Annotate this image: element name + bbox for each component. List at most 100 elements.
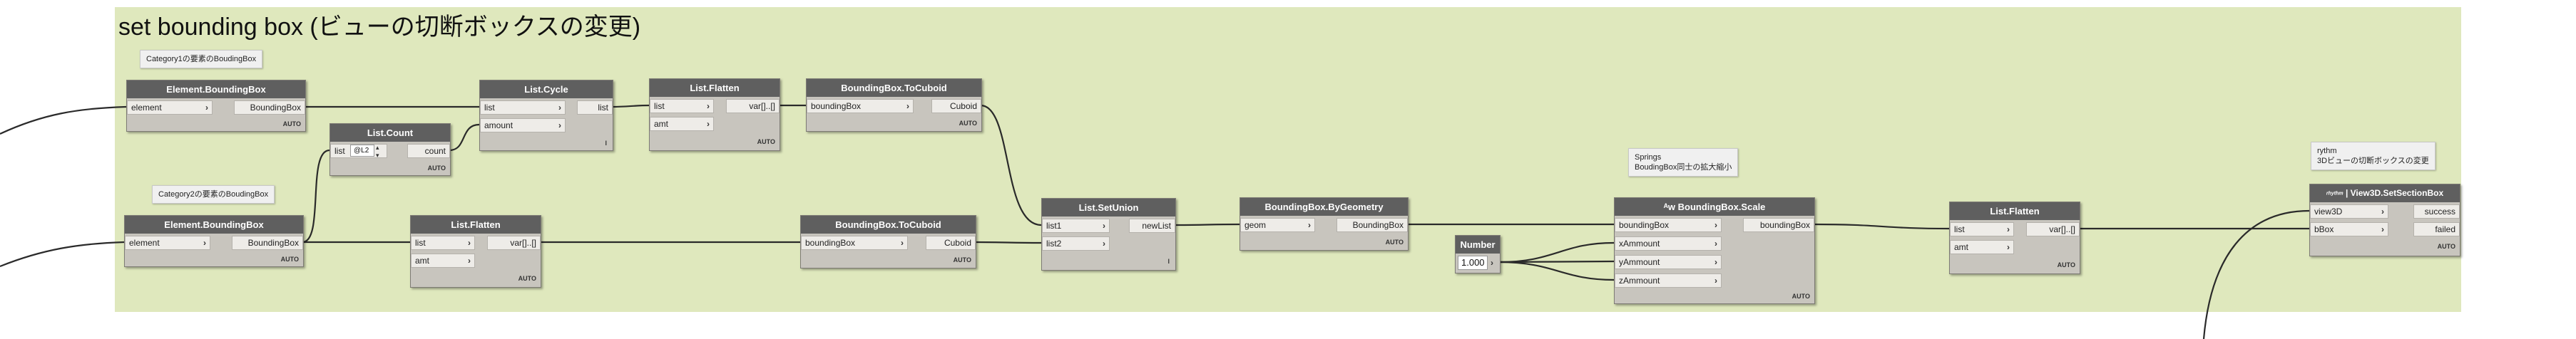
chevron-right-icon: › — [2007, 242, 2010, 252]
input-port-yammount[interactable]: yAmmount › — [1615, 255, 1722, 269]
wire-incoming-1[interactable] — [0, 105, 127, 135]
chevron-right-icon: › — [558, 120, 561, 130]
output-port-boundingbox[interactable]: BoundingBox — [1336, 218, 1408, 232]
input-port-geom[interactable]: geom› — [1240, 218, 1315, 232]
chevron-right-icon: › — [558, 103, 561, 113]
node-boundingbox-tocuboid-1[interactable]: BoundingBox.ToCuboid boundingBox › Cuboid… — [806, 78, 982, 132]
node-title: List.Flatten — [411, 216, 541, 234]
chevron-right-icon: › — [906, 101, 909, 111]
node-list-flatten-3[interactable]: List.Flatten list› amt› var[]..[] AUTO — [1949, 202, 2080, 274]
output-port-newlist[interactable]: newList — [1129, 219, 1175, 233]
input-port-list[interactable]: list› — [411, 236, 475, 250]
note-springs[interactable]: Springs BoudingBox同士の拡大縮小 — [1628, 148, 1739, 177]
chevron-right-icon: › — [1308, 220, 1311, 230]
input-port-boundingbox[interactable]: boundingBox› — [801, 236, 908, 250]
port-label: list1 — [1046, 221, 1062, 231]
node-element-boundingbox-1[interactable]: Element.BoundingBox element› BoundingBox… — [126, 80, 306, 132]
input-port-list[interactable]: list› — [1950, 222, 2014, 236]
lacing-label[interactable]: AUTO — [282, 120, 301, 127]
node-boundingbox-bygeometry[interactable]: BoundingBox.ByGeometry geom› BoundingBox… — [1240, 197, 1409, 251]
input-port-bbox[interactable]: bBox› — [2310, 222, 2388, 236]
node-list-flatten-1[interactable]: List.Flatten list› amt› var[]..[] AUTO — [649, 78, 780, 151]
port-label: list — [334, 146, 345, 156]
input-port-element[interactable]: element› — [127, 100, 213, 115]
input-port-amt[interactable]: amt› — [650, 117, 714, 131]
node-element-boundingbox-2[interactable]: Element.BoundingBox element› BoundingBox… — [124, 215, 304, 267]
output-port-count[interactable]: count — [407, 144, 450, 158]
input-port-amount[interactable]: amount› — [480, 118, 566, 132]
chevron-right-icon: › — [1103, 221, 1105, 231]
port-label: amt — [415, 256, 430, 266]
chevron-right-icon: › — [468, 238, 471, 248]
output-port-var[interactable]: var[]..[] — [487, 236, 541, 250]
output-port-boundingbox[interactable]: boundingBox — [1743, 218, 1814, 232]
note-rhythm[interactable]: rythm 3Dビューの切断ボックスの変更 — [2311, 142, 2436, 170]
port-label: element — [129, 238, 160, 248]
chevron-right-icon: › — [2381, 207, 2384, 217]
port-label: yAmmount — [1619, 257, 1660, 267]
lacing-level-field[interactable]: @L2 — [350, 145, 374, 157]
input-port-list[interactable]: list› — [650, 99, 714, 113]
node-list-count[interactable]: List.Count list @L2 ▴▾ count AUTO — [329, 123, 451, 176]
group-title[interactable]: set bounding box (ビューの切断ボックスの変更) — [118, 14, 641, 41]
package-badge: rhythm — [2326, 191, 2344, 197]
spinner-icon[interactable]: ▴▾ — [376, 144, 379, 159]
input-port-boundingbox[interactable]: boundingBox › — [807, 99, 914, 113]
lacing-label[interactable]: AUTO — [427, 165, 446, 172]
chevron-right-icon: › — [1714, 257, 1717, 267]
output-port-var[interactable]: var[]..[] — [726, 99, 780, 113]
lacing-label[interactable]: AUTO — [280, 256, 299, 263]
node-boundingbox-scale[interactable]: ᴬᴡ BoundingBox.Scale boundingBox› xAmmou… — [1614, 197, 1815, 304]
port-label: amt — [654, 119, 669, 129]
output-port-var[interactable]: var[]..[] — [2026, 222, 2080, 236]
port-label: list — [654, 101, 665, 111]
node-list-flatten-2[interactable]: List.Flatten list› amt › var[]..[] AUTO — [410, 215, 541, 288]
output-port-success[interactable]: success — [2413, 204, 2460, 219]
chevron-right-icon: › — [901, 238, 904, 248]
input-port-element[interactable]: element› — [125, 236, 210, 250]
input-port-boundingbox[interactable]: boundingBox› — [1615, 218, 1722, 232]
node-list-cycle[interactable]: List.Cycle list› amount› list l — [479, 80, 613, 151]
lacing-label[interactable]: AUTO — [959, 120, 977, 127]
port-label: bBox — [2314, 224, 2334, 234]
output-port-boundingbox[interactable]: BoundingBox — [234, 100, 305, 115]
wire-incoming-2[interactable] — [0, 241, 125, 268]
input-port-amt[interactable]: amt› — [1950, 240, 2014, 254]
node-view3d-setsectionbox[interactable]: rhythm | View3D.SetSectionBox view3D› bB… — [2309, 184, 2460, 256]
lacing-label[interactable]: l — [1167, 258, 1170, 265]
input-port-list[interactable]: list› — [480, 100, 566, 115]
number-input[interactable]: 1.000 — [1458, 256, 1488, 270]
note-category1[interactable]: Category1の要素のBoudingBox — [140, 50, 263, 68]
lacing-label[interactable]: AUTO — [1385, 239, 1404, 246]
node-list-setunion[interactable]: List.SetUnion list1› list2› newList l — [1041, 198, 1176, 271]
node-title: BoundingBox.ToCuboid — [807, 79, 981, 97]
input-port-xammount[interactable]: xAmmount› — [1615, 236, 1722, 251]
output-port-cuboid[interactable]: Cuboid — [931, 99, 981, 113]
chevron-right-icon: › — [468, 256, 471, 266]
port-label: boundingBox — [811, 101, 862, 111]
lacing-label[interactable]: l — [605, 140, 607, 147]
node-title: List.Cycle — [480, 80, 613, 98]
lacing-label[interactable]: AUTO — [757, 138, 775, 145]
chevron-right-icon: › — [205, 103, 208, 113]
input-port-view3d[interactable]: view3D› — [2310, 204, 2388, 219]
node-title: BoundingBox.ByGeometry — [1240, 198, 1408, 216]
input-port-zammount[interactable]: zAmmount› — [1615, 273, 1722, 288]
note-category2[interactable]: Category2の要素のBoudingBox — [152, 185, 275, 204]
node-title: Element.BoundingBox — [125, 216, 303, 234]
input-port-amt[interactable]: amt › — [411, 254, 475, 268]
lacing-label[interactable]: AUTO — [1792, 293, 1810, 300]
output-port-failed[interactable]: failed — [2413, 222, 2460, 236]
node-number[interactable]: Number 1.000 › — [1455, 235, 1501, 273]
input-port-list1[interactable]: list1 › — [1042, 219, 1110, 233]
lacing-label[interactable]: AUTO — [2437, 243, 2455, 250]
lacing-label[interactable]: AUTO — [953, 256, 971, 264]
output-port-cuboid[interactable]: Cuboid — [926, 236, 976, 250]
output-port-boundingbox[interactable]: BoundingBox — [232, 236, 303, 250]
lacing-label[interactable]: AUTO — [518, 275, 536, 282]
input-port-list2[interactable]: list2› — [1042, 236, 1110, 251]
lacing-label[interactable]: AUTO — [2057, 261, 2075, 268]
node-boundingbox-tocuboid-2[interactable]: BoundingBox.ToCuboid boundingBox› Cuboid… — [800, 215, 976, 268]
port-label: xAmmount — [1619, 239, 1660, 249]
output-port-list[interactable]: list — [577, 100, 613, 115]
